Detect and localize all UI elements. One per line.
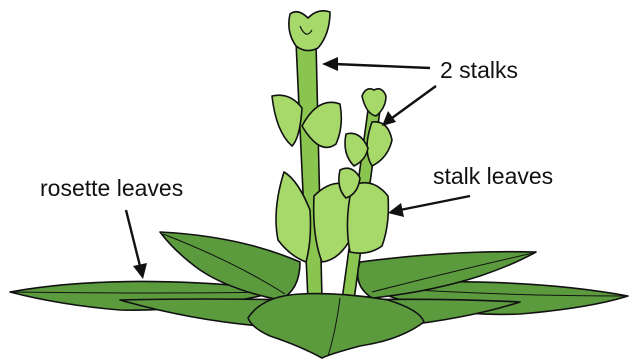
arrowhead-stalk-leaves bbox=[388, 203, 404, 217]
label-stalks: 2 stalks bbox=[440, 57, 518, 83]
label-rosette-leaves: rosette leaves bbox=[40, 175, 183, 201]
stalk-leaf-second-upper bbox=[367, 122, 392, 166]
arrow-stalk-leaves bbox=[400, 196, 470, 210]
arrowhead-stalks-main bbox=[322, 57, 338, 71]
main-stalk-bud bbox=[289, 11, 330, 51]
stalk-leaf-main-left-upper bbox=[272, 95, 302, 146]
arrowhead-rosette-leaves bbox=[133, 263, 147, 279]
arrow-rosette-leaves bbox=[126, 210, 140, 266]
arrow-stalks-second bbox=[392, 86, 436, 118]
arrowhead-stalks-second bbox=[382, 111, 396, 126]
arrow-stalks-main bbox=[334, 64, 430, 68]
second-stalk-bud bbox=[362, 89, 386, 116]
stalk-leaves bbox=[272, 11, 392, 262]
label-stalk-leaves: stalk leaves bbox=[433, 163, 553, 189]
rosette-front bbox=[248, 294, 424, 358]
